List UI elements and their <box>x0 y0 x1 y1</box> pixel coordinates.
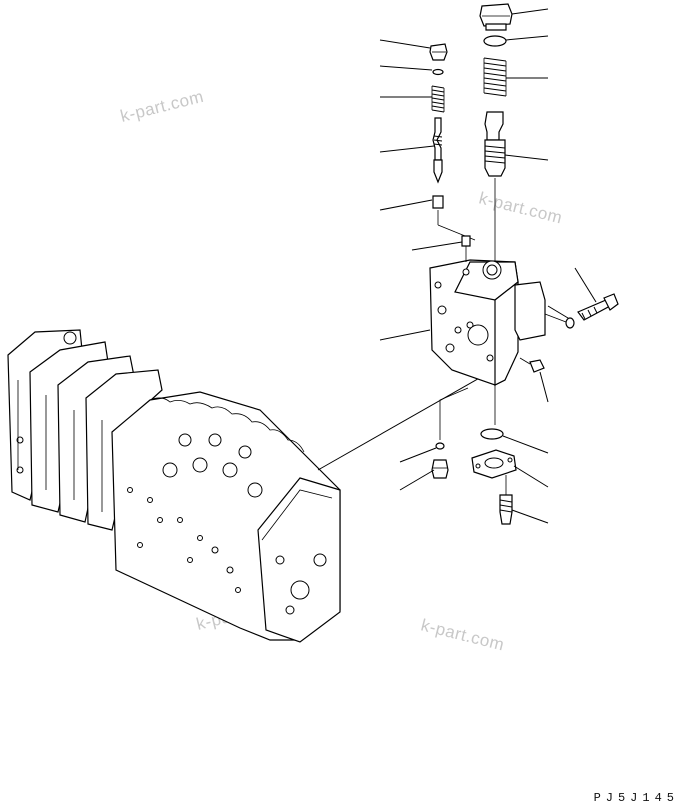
leader-lines <box>379 8 597 524</box>
plug-icon-small <box>429 43 448 61</box>
valve-section-block-icon <box>429 259 546 386</box>
o-ring-icon-lower <box>435 442 445 450</box>
plug-icon-port <box>461 235 471 247</box>
spool-icon-large <box>484 111 506 177</box>
plug-icon-lower <box>431 459 449 479</box>
o-ring-icon-large <box>483 35 507 47</box>
spring-icon-large <box>483 57 507 97</box>
watermark-4: k-part.com <box>419 615 506 654</box>
flange-icon <box>471 449 517 479</box>
drawing-code: PJ5J145 <box>593 791 679 805</box>
plug-icon-seat <box>432 195 444 209</box>
plug-icon-large <box>479 3 513 31</box>
watermark-1: k-part.com <box>118 87 205 126</box>
watermark-2: k-part.com <box>477 188 564 227</box>
valve-port-holes <box>16 331 327 615</box>
plug-icon-setscrew <box>529 359 545 373</box>
bolt-icon-bottom <box>499 494 513 525</box>
o-ring-icon-washer <box>565 317 575 329</box>
spool-icon-small <box>432 117 443 184</box>
spring-icon-small <box>431 85 445 113</box>
o-ring-icon-bottom <box>480 428 504 440</box>
bolt-icon-side <box>577 293 619 321</box>
left-poppet-stack <box>429 43 476 241</box>
control-valve-assembly-icon <box>7 329 341 643</box>
right-poppet-stack <box>479 3 513 262</box>
section-mount-leader <box>317 371 491 471</box>
o-ring-icon-small <box>432 68 444 76</box>
